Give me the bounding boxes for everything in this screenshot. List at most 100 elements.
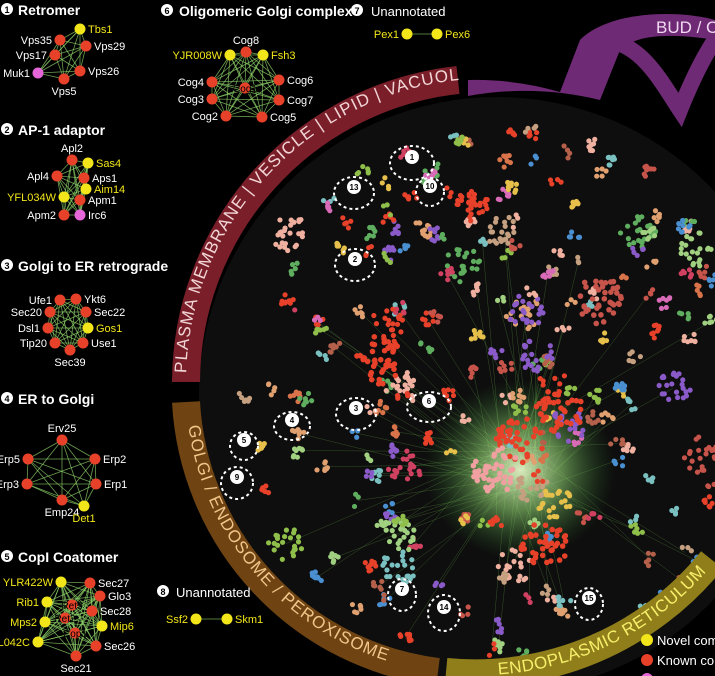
network-node	[678, 250, 684, 256]
network-node	[380, 410, 386, 416]
network-node	[551, 412, 558, 419]
protein-node-cop1	[69, 627, 81, 639]
network-node	[364, 235, 370, 242]
network-node	[599, 173, 605, 179]
network-node	[480, 334, 486, 340]
network-node	[448, 189, 454, 196]
network-node	[408, 471, 414, 477]
network-node	[290, 553, 297, 559]
network-node	[524, 285, 530, 291]
network-node	[599, 166, 605, 172]
network-node	[317, 317, 323, 323]
network-node	[236, 390, 242, 397]
network-node	[697, 263, 703, 269]
complex-marker-number-4: 4	[290, 416, 295, 425]
network-node	[377, 398, 384, 404]
complex-marker-ring-4	[273, 411, 311, 441]
network-node	[499, 229, 505, 235]
protein-node-cog4	[206, 76, 218, 88]
network-node	[553, 606, 559, 613]
network-node	[694, 250, 701, 256]
protein-label-sec26: Sec26	[104, 641, 135, 653]
network-node	[554, 532, 560, 539]
network-node	[610, 154, 617, 160]
network-node	[509, 246, 515, 252]
protein-node-ylr422w	[55, 576, 67, 588]
network-node	[648, 166, 654, 172]
network-node	[447, 194, 453, 200]
network-node	[539, 484, 545, 490]
protein-label-vps35: Vps35	[21, 35, 52, 47]
complex-edge	[64, 595, 101, 619]
network-node	[419, 316, 426, 322]
network-node	[292, 428, 298, 435]
network-node	[544, 354, 550, 360]
panel-er-to-golgi: 4 ER to Golgi Erv25Erp5Erp2Erp3Erp1Emp24…	[0, 391, 127, 525]
network-node	[385, 183, 392, 189]
protein-label-erv25: Erv25	[48, 423, 77, 435]
network-node	[601, 295, 608, 302]
network-node	[525, 311, 531, 317]
network-node	[472, 331, 479, 337]
network-node	[277, 244, 283, 250]
network-node	[548, 558, 554, 564]
complex-edge	[56, 162, 89, 177]
network-node	[566, 325, 572, 331]
complex-edge	[69, 311, 87, 351]
network-node	[402, 304, 408, 310]
protein-node-vps26	[74, 65, 86, 77]
network-node	[510, 224, 516, 230]
network-node	[498, 629, 504, 635]
network-node	[694, 287, 700, 293]
protein-node-apl4	[51, 170, 63, 182]
compartment-band-bud	[468, 14, 715, 100]
network-node	[364, 358, 371, 365]
network-node	[515, 484, 521, 490]
network-node	[685, 544, 691, 551]
network-node	[484, 464, 491, 471]
network-node	[292, 266, 298, 272]
network-node	[407, 380, 413, 387]
network-node	[656, 214, 662, 220]
network-node	[530, 472, 537, 478]
network-node	[674, 394, 681, 401]
protein-node-cog3	[206, 93, 218, 105]
protein-node-apl2	[66, 154, 78, 166]
network-node	[381, 336, 387, 342]
network-node	[491, 451, 498, 458]
network-node	[282, 240, 289, 247]
network-node	[416, 468, 422, 474]
network-node	[496, 475, 502, 482]
network-node	[368, 473, 374, 480]
protein-label-ret3: Ret3	[61, 601, 83, 612]
network-node	[367, 409, 373, 416]
legend: Novel com Known co	[641, 633, 715, 676]
network-node	[491, 465, 498, 472]
protein-node-ykt6	[70, 293, 82, 305]
network-node	[453, 140, 459, 146]
network-node	[322, 459, 328, 465]
network-node	[404, 573, 410, 579]
network-node	[273, 532, 279, 538]
complex-edge	[211, 54, 264, 83]
network-node	[502, 219, 508, 225]
panel-number-badge	[1, 550, 13, 562]
network-node	[572, 441, 578, 448]
network-node	[566, 385, 573, 391]
network-node	[268, 392, 274, 398]
network-node	[689, 249, 696, 255]
network-node	[556, 594, 562, 600]
network-node	[371, 333, 378, 340]
network-node	[385, 466, 392, 472]
network-node	[556, 557, 563, 563]
network-node	[523, 592, 529, 598]
protein-node-sec20	[44, 306, 56, 318]
network-node	[522, 344, 528, 350]
network-node	[368, 457, 374, 464]
protein-label-use1: Use1	[91, 338, 117, 350]
network-node	[533, 357, 539, 364]
network-node	[320, 197, 327, 204]
network-node	[701, 275, 708, 281]
network-node	[471, 248, 477, 254]
